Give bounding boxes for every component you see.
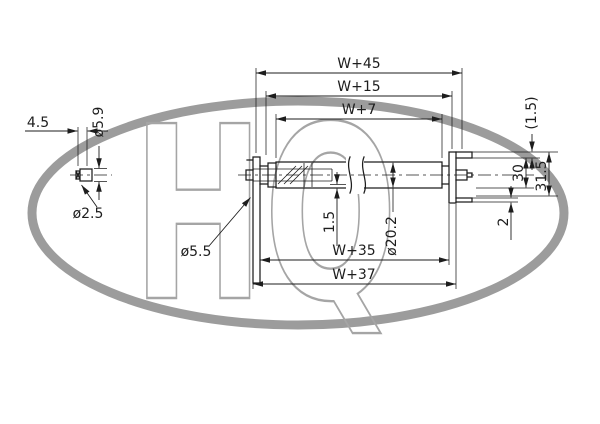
watermark: HQ (27, 74, 569, 356)
left-frame-plate (246, 156, 261, 284)
label-wall-thickness: 1.5 (322, 211, 338, 233)
label-w35: W+35 (332, 243, 375, 259)
label-pin-dia: ø5.9 (91, 107, 107, 138)
label-plate-thickness: 2 (496, 218, 512, 227)
label-w37: W+37 (332, 267, 375, 283)
leader-pin-tip (81, 184, 98, 208)
label-pin-tip-dia: ø2.5 (73, 206, 104, 222)
label-w15: W+15 (337, 79, 380, 95)
label-pin-length: 4.5 (27, 115, 49, 131)
right-frame-flanges (455, 151, 473, 203)
label-w45: W+45 (337, 56, 380, 72)
spring-pin-detail (75, 168, 93, 182)
watermark-ellipse (27, 96, 569, 330)
label-w7: W+7 (342, 102, 376, 118)
label-mount-hole-dia: ø5.5 (181, 244, 212, 260)
label-frame-drop: 30 (511, 164, 527, 182)
dimension-lines (25, 70, 552, 287)
dimension-labels: W+45 W+15 W+7 W+35 W+37 4.5 ø2.5 ø5.5 ø5… (27, 56, 550, 283)
leader-mount-hole (208, 197, 251, 247)
label-flange-gap: (1.5) (524, 96, 540, 129)
tube-break-mask (346, 156, 364, 194)
label-frame-drop-overall: 31.5 (534, 160, 550, 191)
label-tube-dia: ø20.2 (384, 216, 400, 256)
right-frame-plate (441, 151, 457, 204)
